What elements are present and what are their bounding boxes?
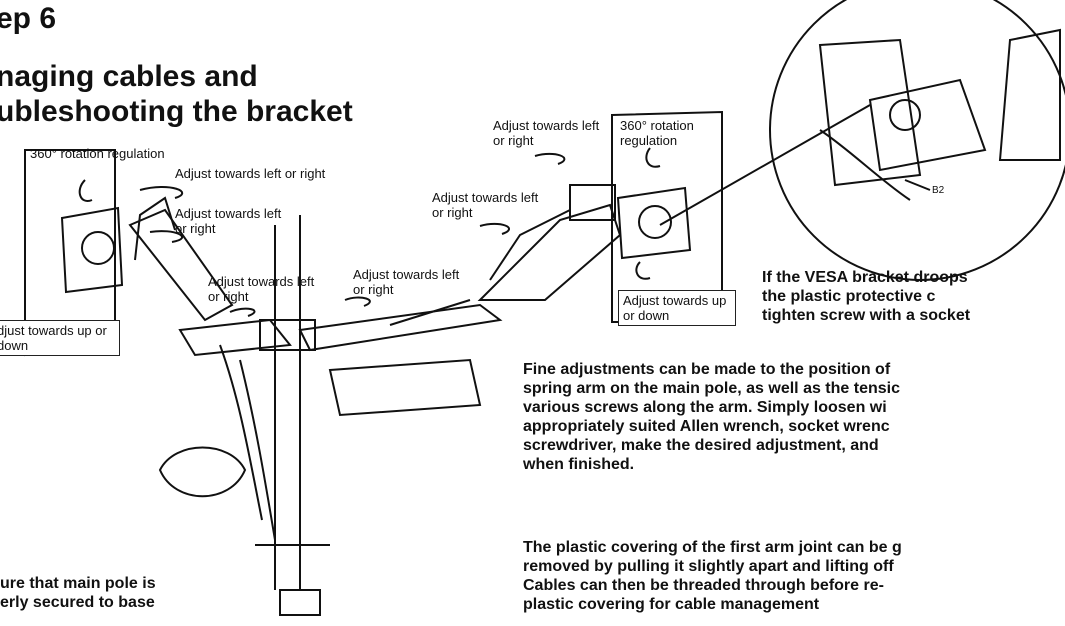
pole-paragraph: ure that main pole is erly secured to ba… (0, 575, 156, 611)
left-vesa-plate (60, 206, 124, 294)
cable-clip-detail (158, 446, 247, 498)
label-adjust-center: Adjust towards left or right (353, 267, 460, 297)
center-arm (298, 303, 503, 352)
fine-adjustment-paragraph: Fine adjustments can be made to the posi… (523, 361, 900, 473)
detail-circle (769, 0, 1065, 281)
cable-bundle (219, 344, 276, 541)
step-title: ep 6 (0, 2, 57, 35)
label-adjust-right-top: Adjust towards left or right (493, 118, 600, 148)
label-adjust-up-down-right: Adjust towards up or down (618, 290, 736, 326)
left-spring-arm (128, 208, 234, 322)
main-pole (274, 215, 301, 590)
label-detail-callout: B2 (932, 185, 945, 196)
label-adjust-up-down-left: djust towards up or down (0, 320, 120, 356)
right-vesa-plate (616, 186, 692, 260)
label-adjust-left-top: Adjust towards left or right (175, 166, 326, 181)
keyboard-tray (328, 358, 482, 417)
covering-paragraph: The plastic covering of the first arm jo… (523, 539, 902, 613)
left-lower-arm (178, 318, 292, 357)
section-title-line2: ubleshooting the bracket (0, 95, 353, 128)
label-adjust-right-mid: Adjust towards left or right (432, 190, 539, 220)
base-clamp (279, 589, 321, 616)
left-vesa-knob (81, 231, 115, 265)
vesa-paragraph: If the VESA bracket droops the plastic p… (762, 269, 971, 324)
label-adjust-left-mid: Adjust towards left or right (175, 206, 282, 236)
label-adjust-left-arm: Adjust towards left or right (208, 274, 315, 304)
label-rotation-right: 360° rotation regulation (620, 118, 694, 148)
label-rotation-left: 360° rotation regulation (30, 146, 165, 161)
section-title-line1: naging cables and (0, 60, 258, 93)
right-vesa-knob (638, 205, 672, 239)
